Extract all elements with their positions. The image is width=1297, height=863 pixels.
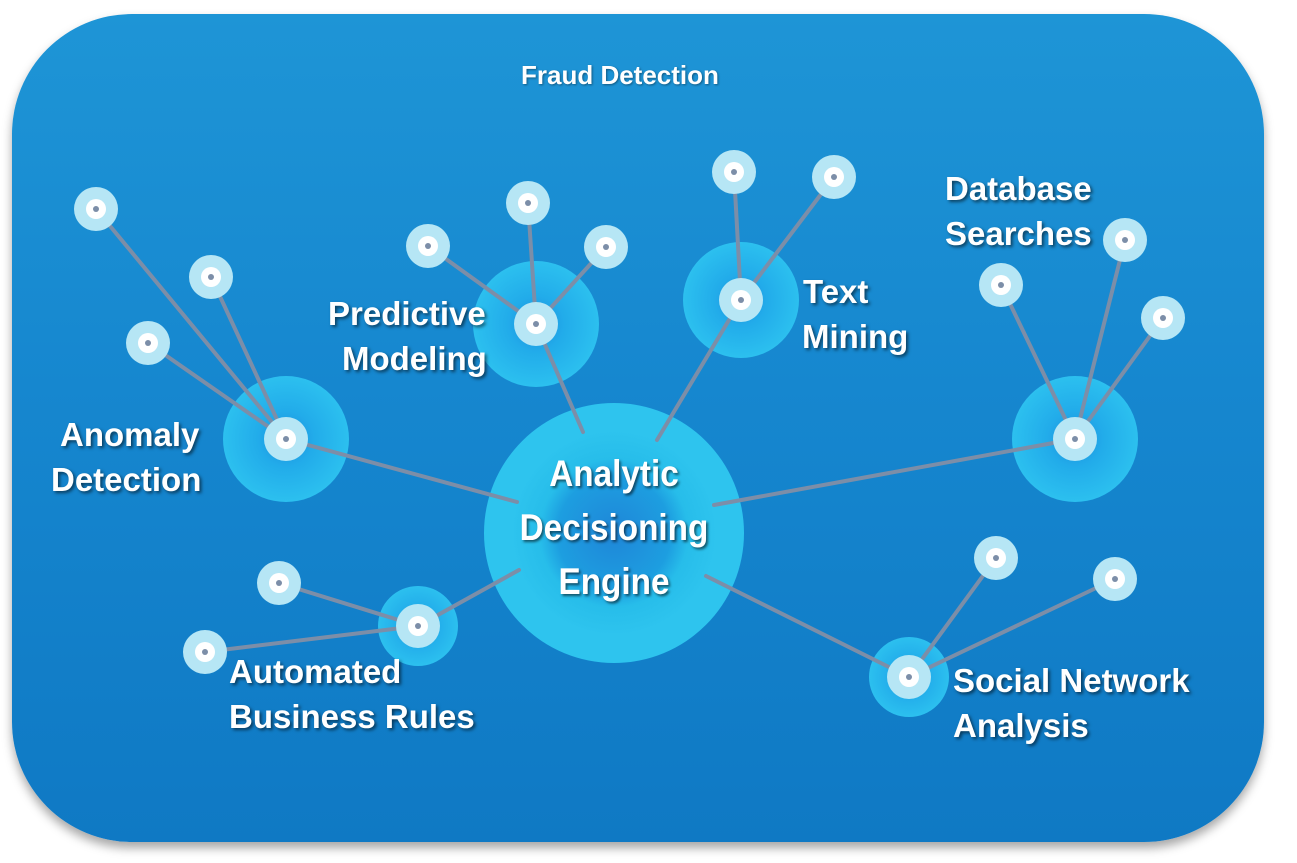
text-mining-label-line-1: Text: [803, 273, 869, 310]
rules-label-line-2: Business Rules: [229, 698, 475, 735]
text-mining-label-line-2: Mining: [802, 318, 909, 355]
anomaly-leaf-node: [126, 321, 170, 365]
anomaly-leaf-node: [189, 255, 233, 299]
predictive-leaf-node: [584, 225, 628, 269]
connector-anomaly-2: [209, 275, 288, 441]
social-center-node: [887, 655, 931, 699]
diagram-title: Fraud Detection: [521, 60, 719, 90]
connector-database-3: [1073, 316, 1165, 441]
anomaly-label-line-1: Anomaly: [60, 416, 200, 453]
connector-anomaly-3: [146, 341, 288, 441]
branch-nodes: [264, 278, 1097, 699]
text-center-node: [719, 278, 763, 322]
social-leaf-node: [1093, 557, 1137, 601]
predictive-label-line-1: Predictive: [328, 295, 486, 332]
engine-label-line-3: Engine: [558, 561, 670, 602]
text-leaf-node: [812, 155, 856, 199]
database-leaf-node: [1103, 218, 1147, 262]
predictive-center-node: [514, 302, 558, 346]
connector-text-2: [739, 175, 836, 302]
database-leaf-node: [979, 263, 1023, 307]
text-leaf-node: [712, 150, 756, 194]
connector-database-2: [1073, 238, 1127, 441]
predictive-label-line-2: Modeling: [342, 340, 487, 377]
connector-database-1: [999, 283, 1077, 441]
social-leaf-node: [974, 536, 1018, 580]
connector-hub-social: [704, 574, 911, 679]
anomaly-center-node: [264, 417, 308, 461]
anomaly-label-line-2: Detection: [51, 461, 202, 498]
database-leaf-node: [1141, 296, 1185, 340]
connector-social-2: [907, 577, 1117, 679]
database-label-line-2: Searches: [945, 215, 1092, 252]
connector-hub-database: [712, 437, 1077, 507]
rules-label-line-1: Automated: [229, 653, 402, 690]
rules-center-node: [396, 604, 440, 648]
social-label-line-1: Social Network: [953, 662, 1190, 699]
engine-hub-inner: [511, 430, 717, 636]
predictive-leaf-node: [506, 181, 550, 225]
connector-hub-text: [655, 298, 743, 442]
engine-label-line-1: Analytic: [549, 453, 679, 494]
connector-rules-1: [277, 581, 420, 628]
database-center-node: [1053, 417, 1097, 461]
connector-rules-2: [203, 624, 420, 654]
rules-leaf-node: [183, 630, 227, 674]
predictive-leaf-node: [406, 224, 450, 268]
connector-social-1: [907, 556, 998, 679]
social-label-line-2: Analysis: [953, 707, 1089, 744]
connector-anomaly-1: [94, 207, 288, 441]
leaf-nodes: [74, 150, 1185, 674]
database-label-line-1: Database: [945, 170, 1092, 207]
connector-hub-anomaly: [284, 437, 519, 504]
rules-leaf-node: [257, 561, 301, 605]
engine-label-line-2: Decisioning: [519, 507, 709, 548]
connector-predictive-1: [426, 244, 538, 326]
anomaly-leaf-node: [74, 187, 118, 231]
